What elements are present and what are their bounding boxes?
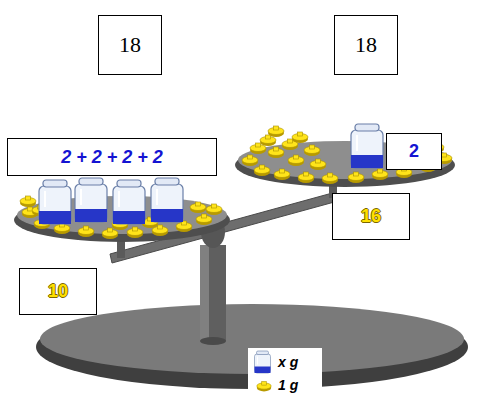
weight-icon — [257, 382, 271, 392]
value-box: 18 — [334, 15, 398, 75]
weight-icon — [310, 159, 326, 170]
jar-body — [75, 184, 107, 222]
weight-icon — [190, 202, 206, 213]
jar-lid — [155, 178, 179, 185]
value-text: 16 — [361, 206, 381, 227]
jar-band — [75, 209, 107, 222]
jar-body — [151, 184, 183, 222]
jar-shine — [118, 191, 120, 207]
jar-icon — [351, 124, 383, 168]
jar-band — [255, 367, 271, 374]
weight-icon — [254, 165, 270, 176]
scale-pillar-light — [200, 245, 209, 341]
weight-knob — [288, 139, 293, 143]
value-box: 18 — [98, 15, 162, 75]
weight-icon — [292, 132, 308, 143]
weight-icon — [20, 196, 36, 207]
legend-text: 1 g — [278, 377, 298, 393]
weight-knob — [248, 155, 253, 159]
weight-knob — [378, 169, 383, 173]
jar-body — [113, 186, 145, 224]
weight-knob — [328, 173, 333, 177]
jar-body — [351, 130, 383, 168]
weight-icon — [268, 147, 284, 158]
legend-icons — [255, 351, 272, 391]
weight-icon — [298, 172, 314, 183]
weight-icon — [127, 227, 143, 238]
jar-lid — [257, 351, 269, 355]
weight-knob — [133, 227, 138, 231]
jar-body — [255, 354, 271, 373]
jar-band — [151, 209, 183, 222]
jar-shine — [156, 189, 158, 205]
weight-knob — [262, 382, 267, 386]
pillar-foot — [200, 337, 226, 345]
value-text: 18 — [119, 32, 141, 58]
weight-knob — [274, 147, 279, 151]
weight-icon — [206, 204, 222, 215]
jar-band — [113, 211, 145, 224]
value-text: 10 — [48, 281, 68, 302]
value-text: 2 + 2 + 2 + 2 — [61, 147, 163, 168]
jar-icon — [151, 178, 183, 222]
weight-knob — [202, 214, 207, 218]
value-box: 2 — [386, 133, 442, 170]
jar-shine — [80, 189, 82, 205]
weight-knob — [304, 172, 309, 176]
weight-icon — [322, 173, 338, 184]
weight-knob — [196, 202, 201, 206]
weight-knob — [442, 153, 447, 157]
weight-knob — [274, 126, 279, 130]
weight-icon — [176, 221, 192, 232]
weight-icon — [78, 226, 94, 237]
value-text: 18 — [355, 32, 377, 58]
weight-knob — [260, 165, 265, 169]
jar-band — [39, 211, 71, 224]
jar-body — [39, 186, 71, 224]
weight-knob — [158, 225, 163, 229]
weight-knob — [266, 135, 271, 139]
value-box: 2 + 2 + 2 + 2 — [7, 138, 217, 176]
weight-knob — [256, 143, 261, 147]
legend-text: x g — [278, 354, 298, 370]
jar-icon — [75, 178, 107, 222]
value-box: 16 — [332, 193, 410, 240]
weight-knob — [26, 196, 31, 200]
weight-icon — [196, 214, 212, 225]
weight-icon — [268, 126, 284, 137]
weight-knob — [280, 169, 285, 173]
jar-icon — [39, 180, 71, 224]
weight-icon — [102, 228, 118, 239]
weight-knob — [108, 228, 113, 232]
jar-lid — [117, 180, 141, 187]
legend-panel — [248, 348, 322, 397]
weight-knob — [298, 132, 303, 136]
value-box: 10 — [19, 268, 97, 315]
weight-icon — [274, 169, 290, 180]
weight-icon — [242, 155, 258, 166]
jar-lid — [355, 124, 379, 131]
weight-knob — [212, 204, 217, 208]
weight-knob — [310, 145, 315, 149]
weight-icon — [304, 145, 320, 156]
value-text: 2 — [409, 141, 419, 162]
jar-lid — [79, 178, 103, 185]
weight-icon — [54, 223, 70, 234]
weight-knob — [294, 155, 299, 159]
jar-icon — [255, 351, 271, 373]
weight-icon — [372, 169, 388, 180]
weight-icon — [348, 172, 364, 183]
jar-band — [351, 155, 383, 168]
scale-pillar — [200, 245, 226, 341]
weight-knob — [316, 159, 321, 163]
jar-icon — [113, 180, 145, 224]
weight-knob — [354, 172, 359, 176]
weight-icon — [288, 155, 304, 166]
jar-shine — [257, 357, 258, 365]
jar-shine — [44, 191, 46, 207]
jar-shine — [356, 135, 358, 151]
weight-knob — [84, 226, 89, 230]
jar-lid — [43, 180, 67, 187]
